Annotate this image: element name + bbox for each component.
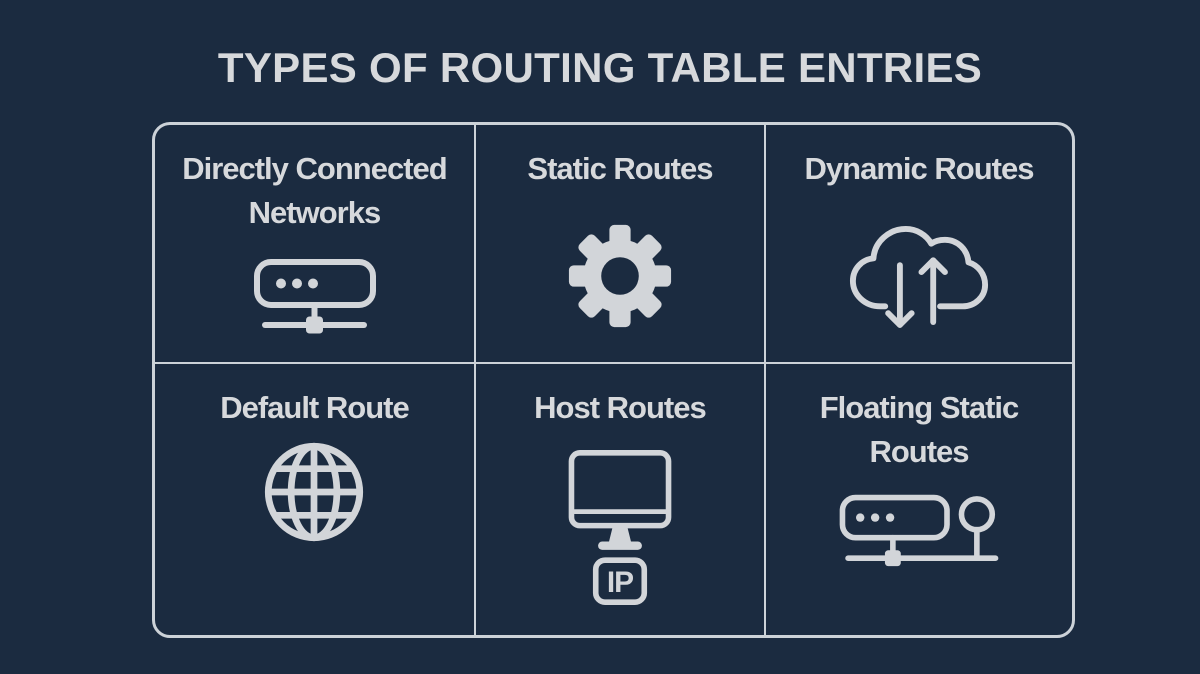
cell-host-routes: Host Routes IP (476, 363, 766, 635)
cell-static-routes: Static Routes (475, 125, 766, 364)
cell-title: Static Routes (527, 151, 713, 186)
cell-title: Host Routes (534, 389, 707, 425)
icon-area (155, 235, 474, 362)
cell-floating-static-routes: Floating Static Routes (766, 364, 1072, 635)
router-icon (839, 495, 950, 560)
router-balloon-icon (839, 495, 999, 567)
down-arrow (885, 262, 915, 329)
balloon-icon (958, 496, 996, 560)
node-square (884, 550, 901, 567)
svg-text:IP: IP (607, 566, 633, 599)
router-network-icon (253, 259, 376, 334)
icon-area (155, 430, 474, 635)
monitor-icon (568, 449, 672, 550)
gear-icon (568, 225, 672, 328)
cell-default-route: Default Route (155, 363, 476, 635)
icon-area (766, 474, 1072, 635)
icon-area (766, 191, 1072, 362)
page-title: TYPES OF ROUTING TABLE ENTRIES (217, 44, 983, 91)
up-arrow (918, 257, 948, 326)
routing-entries-table: Directly Connected Networks Static Route… (152, 122, 1075, 638)
icon-area (476, 191, 764, 362)
icon-area: IP (476, 430, 764, 635)
cell-title: Dynamic Routes (804, 151, 1035, 186)
cell-directly-connected-networks: Directly Connected Networks (155, 125, 476, 364)
cloud-up-down-arrows-icon (849, 226, 989, 329)
cell-title: Floating Static Routes (819, 389, 1020, 469)
cell-dynamic-routes: Dynamic Routes (766, 125, 1072, 364)
cell-title: Default Route (220, 389, 409, 425)
monitor-ip-icon: IP (568, 449, 672, 605)
globe-icon (265, 443, 364, 542)
cell-title: Directly Connected Networks (182, 151, 448, 231)
ip-badge: IP (592, 557, 648, 605)
